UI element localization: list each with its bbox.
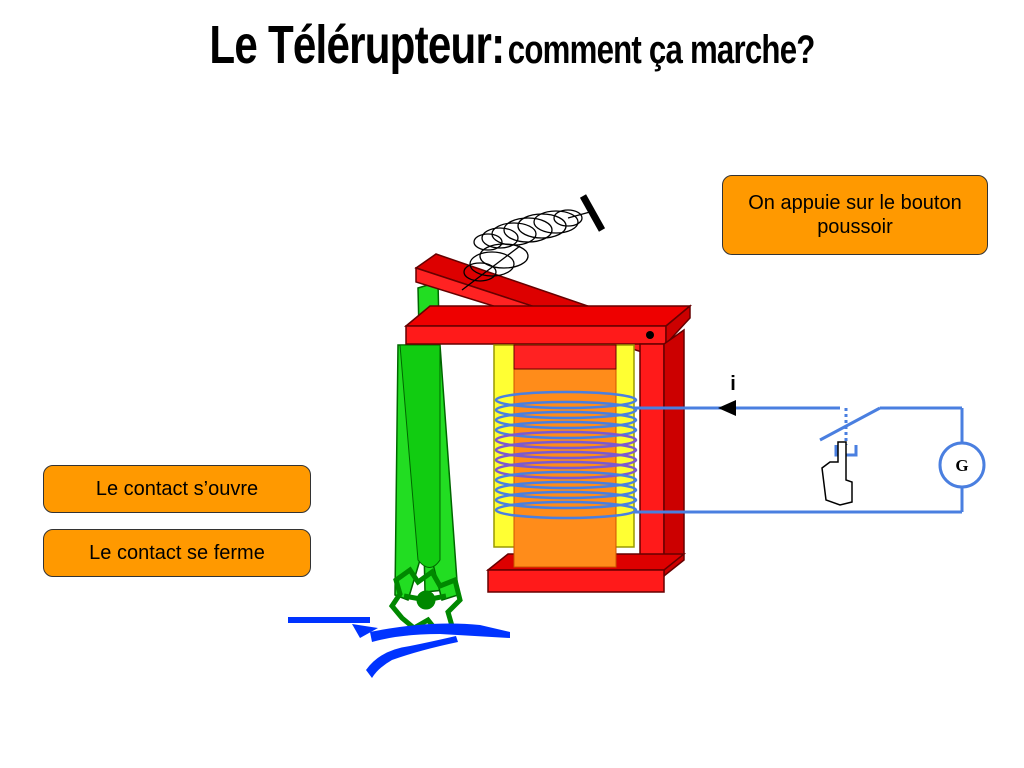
title-sub: comment ça marche? bbox=[507, 28, 816, 72]
title-main: Le Télérupteur: bbox=[209, 15, 505, 75]
callout-contact-closes: Le contact se ferme bbox=[43, 529, 311, 577]
slide-title: Le Télérupteur: comment ça marche? bbox=[113, 14, 912, 76]
spring-anchor bbox=[579, 194, 606, 232]
generator-label: G bbox=[955, 456, 968, 475]
generator: G bbox=[938, 441, 986, 489]
current-arrow-icon bbox=[718, 400, 736, 416]
push-button bbox=[819, 406, 881, 457]
current-label: i bbox=[730, 373, 736, 395]
spring bbox=[461, 209, 591, 291]
coil-bobbin bbox=[493, 344, 635, 568]
ratchet-wheel bbox=[388, 566, 463, 633]
red-yoke bbox=[403, 304, 693, 593]
blue-contact bbox=[288, 617, 510, 678]
callout-contact-opens: Le contact s’ouvre bbox=[43, 465, 311, 513]
finger-icon bbox=[821, 441, 853, 506]
coil-windings bbox=[494, 390, 638, 520]
callout-press-button: On appuie sur le bouton poussoir bbox=[722, 175, 988, 255]
